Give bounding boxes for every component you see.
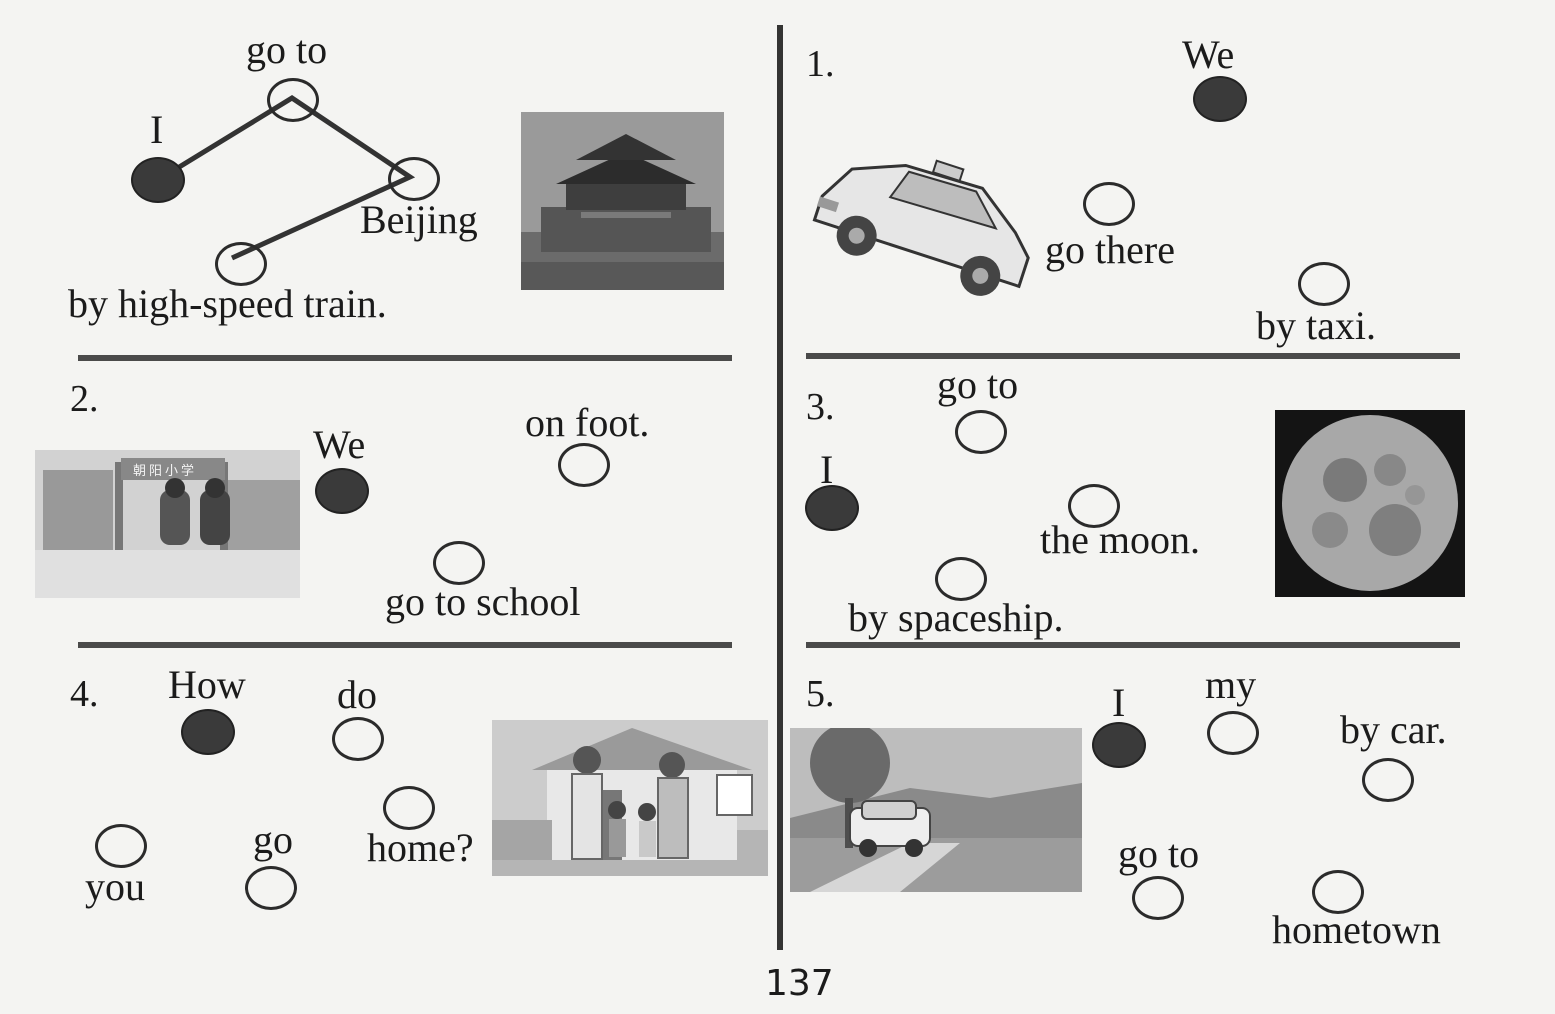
word-go: go: [253, 817, 293, 862]
word-the-moon: the moon.: [1040, 517, 1200, 562]
word-home: home?: [367, 825, 474, 870]
word-beijing: Beijing: [360, 197, 478, 242]
word-i: I: [820, 447, 834, 492]
word-my: my: [1205, 662, 1257, 707]
divider-right-1: [806, 353, 1460, 359]
word-i: I: [150, 107, 164, 152]
word-dot[interactable]: [955, 410, 1007, 454]
car-countryside-image: [790, 728, 1082, 892]
page-number: 137: [765, 963, 834, 1004]
question-number: 5.: [806, 673, 835, 715]
word-go-to: go to: [1118, 831, 1200, 876]
question-number: 4.: [70, 673, 99, 715]
taxi-illustration: [812, 159, 1030, 296]
word-dot[interactable]: [558, 443, 610, 487]
word-go-to-school: go to school: [385, 579, 581, 624]
word-go-there: go there: [1045, 227, 1175, 272]
word-dot[interactable]: [267, 78, 319, 122]
word-we: We: [1182, 32, 1235, 77]
word-i: I: [1112, 680, 1126, 725]
word-dot[interactable]: [1298, 262, 1350, 306]
word-dot[interactable]: [181, 709, 235, 755]
word-dot[interactable]: [1362, 758, 1414, 802]
school-sign-text: 朝阳小学: [133, 464, 198, 479]
word-dot[interactable]: [1092, 722, 1146, 768]
word-dot[interactable]: [388, 157, 440, 201]
word-how: How: [168, 662, 246, 707]
example-connecting-lines: [156, 95, 416, 261]
question-number: 2.: [70, 378, 99, 420]
word-dot[interactable]: [1068, 484, 1120, 528]
word-dot[interactable]: [245, 866, 297, 910]
word-dot[interactable]: [315, 468, 369, 514]
word-go-to: go to: [246, 27, 328, 72]
word-dot[interactable]: [1083, 182, 1135, 226]
word-we: We: [313, 422, 366, 467]
word-dot[interactable]: [1312, 870, 1364, 914]
word-dot[interactable]: [935, 557, 987, 601]
tiananmen-illustration: [521, 112, 724, 290]
word-go-to: go to: [937, 362, 1019, 407]
word-do: do: [337, 672, 377, 717]
word-dot[interactable]: [433, 541, 485, 585]
word-transport: by car.: [1340, 707, 1447, 752]
word-dot[interactable]: [215, 242, 267, 286]
divider-left-1: [78, 355, 732, 361]
word-on-foot: on foot.: [525, 400, 650, 445]
moon-image: [1275, 410, 1465, 597]
family-home-image: [492, 720, 768, 876]
divider-right-2: [806, 642, 1460, 648]
word-dot[interactable]: [1193, 76, 1247, 122]
word-hometown: hometown: [1272, 907, 1441, 952]
word-dot[interactable]: [1132, 876, 1184, 920]
divider-left-2: [78, 642, 732, 648]
word-dot[interactable]: [95, 824, 147, 868]
question-number: 1.: [806, 43, 835, 85]
word-dot[interactable]: [332, 717, 384, 761]
word-dot[interactable]: [1207, 711, 1259, 755]
school-image: 朝阳小学: [35, 450, 300, 598]
word-transport: by spaceship.: [848, 595, 1064, 640]
center-divider: [777, 25, 783, 950]
word-you: you: [85, 864, 145, 909]
word-dot[interactable]: [383, 786, 435, 830]
word-dot[interactable]: [805, 485, 859, 531]
word-transport: by high-speed train.: [68, 281, 387, 326]
tiananmen-image: [521, 112, 724, 290]
word-dot[interactable]: [131, 157, 185, 203]
question-number: 3.: [806, 386, 835, 428]
word-transport: by taxi.: [1256, 303, 1376, 348]
